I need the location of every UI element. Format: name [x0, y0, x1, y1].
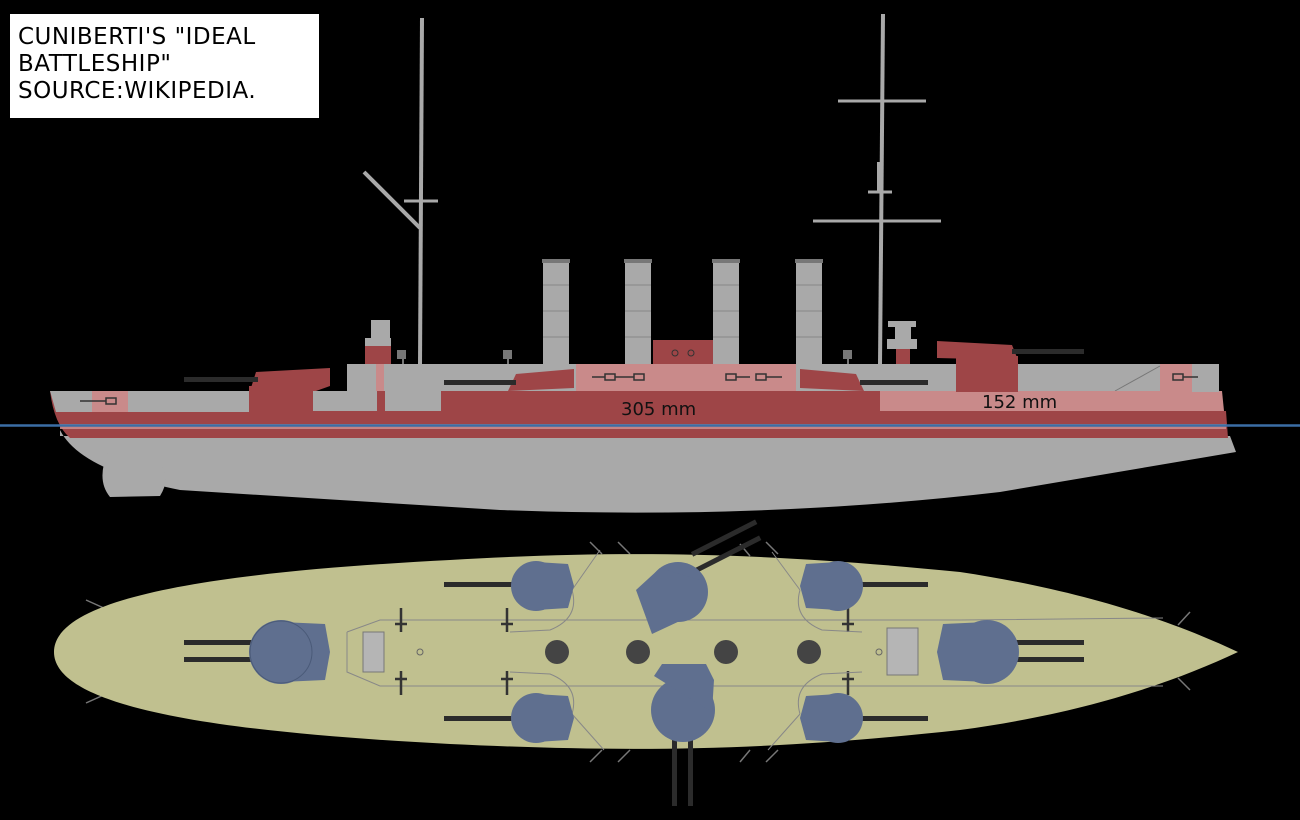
caption-line-1: CUNIBERTI'S "IDEAL: [18, 24, 256, 50]
upper-belt-armor: [880, 391, 1224, 411]
main-mast-plan: [875, 648, 883, 656]
aft-bridge: [887, 321, 917, 366]
main-mast: [813, 13, 941, 366]
plan-turret-wing-port-aft: [800, 561, 928, 611]
profile-turret-fore: [184, 368, 330, 412]
plan-turret-wing-starboard-aft: [800, 693, 928, 743]
rudder: [102, 452, 166, 497]
plan-turret-wing-port-fore: [444, 561, 574, 611]
profile-view: 305 mm 152 mm: [0, 13, 1300, 513]
funnel-3: [712, 259, 740, 366]
caption-line-2: BATTLESHIP": [18, 51, 172, 77]
funnel-4: [795, 259, 823, 366]
funnel-tops: [545, 640, 821, 664]
plan-view: [54, 519, 1238, 806]
funnel-2: [624, 259, 652, 366]
plan-turret-center-bottom: [651, 664, 715, 806]
plan-turret-center-top: [636, 519, 762, 634]
central-battery-armor: [576, 364, 796, 392]
profile-turret-wing-aft: [800, 369, 928, 391]
belt-label-152mm: 152 mm: [982, 392, 1057, 413]
caption-line-3: SOURCE:WIKIPEDIA.: [18, 78, 257, 104]
plan-turret-aft: [937, 620, 1084, 684]
aft-battery-armor: [1160, 364, 1192, 392]
hull-lower: [60, 430, 1236, 513]
fore-mast: [362, 17, 438, 366]
funnels: [542, 259, 823, 366]
fore-bridge: [365, 320, 391, 366]
caption-box: CUNIBERTI'S "IDEAL BATTLESHIP" SOURCE:WI…: [10, 14, 319, 118]
fore-deckhouse: [362, 631, 385, 673]
vents: [397, 350, 852, 365]
turret-blast-arcs: [509, 549, 863, 751]
aft-deckhouse: [886, 627, 919, 676]
belt-label-305mm: 305 mm: [621, 399, 696, 420]
secondary-guns: [80, 373, 1198, 405]
plan-vents: [395, 608, 854, 695]
plan-turret-fore: [184, 620, 330, 684]
fore-mast-plan: [416, 648, 424, 656]
funnel-1: [542, 259, 570, 366]
conning-house: [653, 340, 713, 366]
plan-turret-wing-starboard-fore: [444, 693, 574, 743]
profile-turret-wing-fore: [444, 369, 574, 391]
profile-turret-aft: [937, 341, 1084, 392]
